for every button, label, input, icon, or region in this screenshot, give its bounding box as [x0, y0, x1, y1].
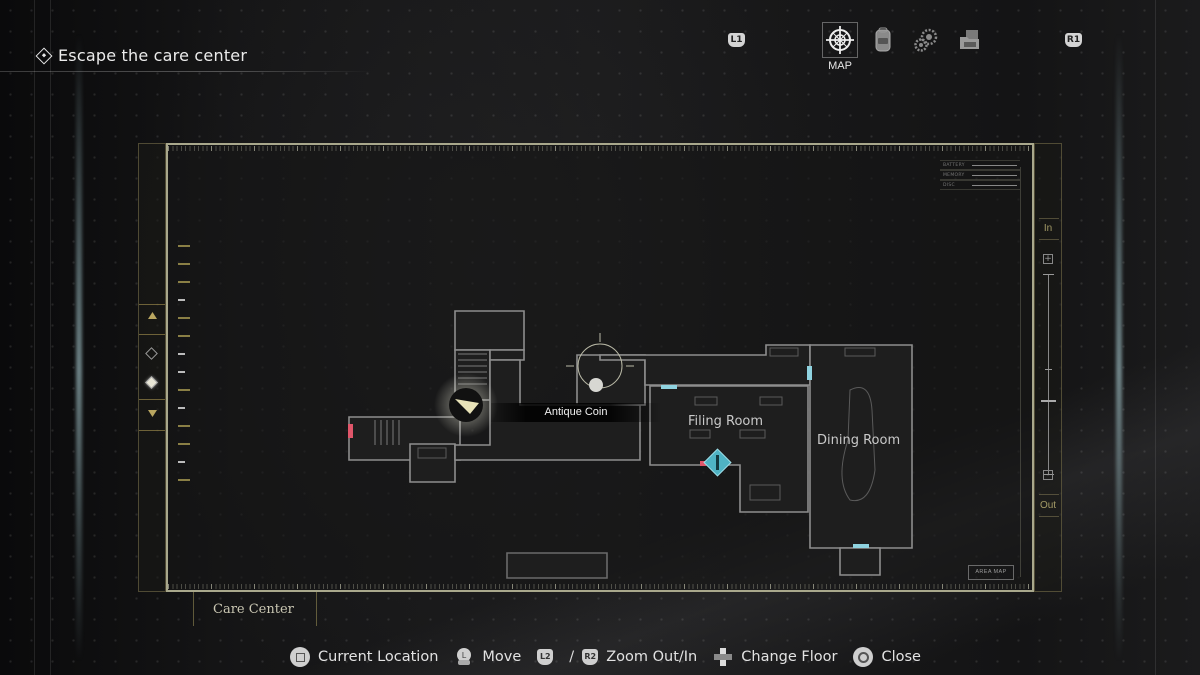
compass-icon	[826, 26, 854, 54]
gears-icon	[914, 28, 938, 52]
tab-inventory[interactable]	[865, 22, 901, 58]
folder-icon	[960, 30, 979, 49]
floor-up-button[interactable]	[139, 312, 165, 322]
triangle-up-icon	[147, 312, 157, 319]
l2-button-icon: L2	[537, 649, 554, 665]
deco-line	[1155, 0, 1156, 675]
dpad-icon	[713, 647, 733, 667]
ruler-bottom	[168, 584, 1032, 589]
zoom-out-button[interactable]: -	[1043, 470, 1053, 480]
status-divider	[1020, 167, 1021, 577]
save-marker-icon	[703, 448, 732, 477]
ruler-top	[168, 146, 1032, 151]
deco-glow-line	[76, 0, 82, 675]
coin-icon	[589, 378, 603, 392]
deco-line	[34, 0, 35, 675]
triangle-down-icon	[147, 410, 157, 417]
floor-down-button[interactable]	[139, 410, 165, 420]
square-button-icon	[290, 647, 310, 667]
room-label-dining: Dining Room	[817, 433, 901, 448]
control-label: Change Floor	[741, 649, 838, 665]
circle-button-icon	[853, 647, 874, 667]
control-move[interactable]: L Move	[454, 647, 521, 667]
status-panel: BATTERY MEMORY DISC	[940, 160, 1020, 190]
tab-map-label: MAP	[828, 60, 852, 72]
control-current-location[interactable]: Current Location	[290, 647, 438, 667]
control-label: Move	[482, 649, 522, 665]
zoom-slider-track[interactable]	[1048, 274, 1049, 474]
zoom-in-label[interactable]: In	[1043, 223, 1053, 234]
control-zoom[interactable]: L2 / R2 Zoom Out/In	[537, 649, 697, 665]
area-map-button[interactable]: AREA MAP	[968, 565, 1014, 580]
zoom-in-button[interactable]: +	[1043, 254, 1053, 264]
objective: Escape the care center	[35, 46, 248, 65]
deco-line	[50, 0, 51, 675]
location-separator	[193, 592, 194, 626]
tab-settings[interactable]	[908, 22, 944, 58]
deco-glow-line	[1116, 0, 1122, 675]
location-name: Care Center	[213, 602, 294, 617]
backpack-icon	[875, 27, 891, 52]
tab-files[interactable]	[952, 22, 988, 58]
control-label: Close	[881, 649, 921, 665]
svg-text:L: L	[462, 651, 467, 660]
r2-button-icon: R2	[582, 649, 599, 665]
objective-text: Escape the care center	[58, 46, 248, 65]
player-arrow-icon	[455, 399, 479, 414]
zoom-out-label[interactable]: Out	[1039, 500, 1057, 511]
control-label: Zoom Out/In	[606, 649, 698, 665]
zoom-slider-handle[interactable]	[1041, 400, 1056, 402]
status-battery: BATTERY	[940, 160, 1020, 170]
control-change-floor[interactable]: Change Floor	[713, 647, 837, 667]
l1-button[interactable]: L1	[728, 33, 745, 47]
location-separator	[316, 592, 317, 626]
item-label-antique-coin[interactable]: Antique Coin	[491, 403, 661, 422]
left-stick-icon: L	[454, 647, 474, 667]
status-memory: MEMORY	[940, 170, 1020, 180]
room-label-filing: Filing Room	[688, 414, 764, 429]
floor-nav-rail	[138, 143, 166, 592]
objective-divider	[0, 71, 372, 72]
tab-map[interactable]	[822, 22, 858, 58]
r1-button[interactable]: R1	[1065, 33, 1082, 47]
control-separator: /	[569, 649, 575, 665]
controls-bar: Current Location L Move L2 / R2 Zoom Out…	[290, 645, 937, 669]
floor-nav	[139, 304, 165, 432]
status-disc: DISC	[940, 180, 1020, 190]
control-label: Current Location	[318, 649, 439, 665]
zoom-rail: In + - Out	[1034, 143, 1062, 592]
control-close[interactable]: Close	[853, 647, 921, 667]
